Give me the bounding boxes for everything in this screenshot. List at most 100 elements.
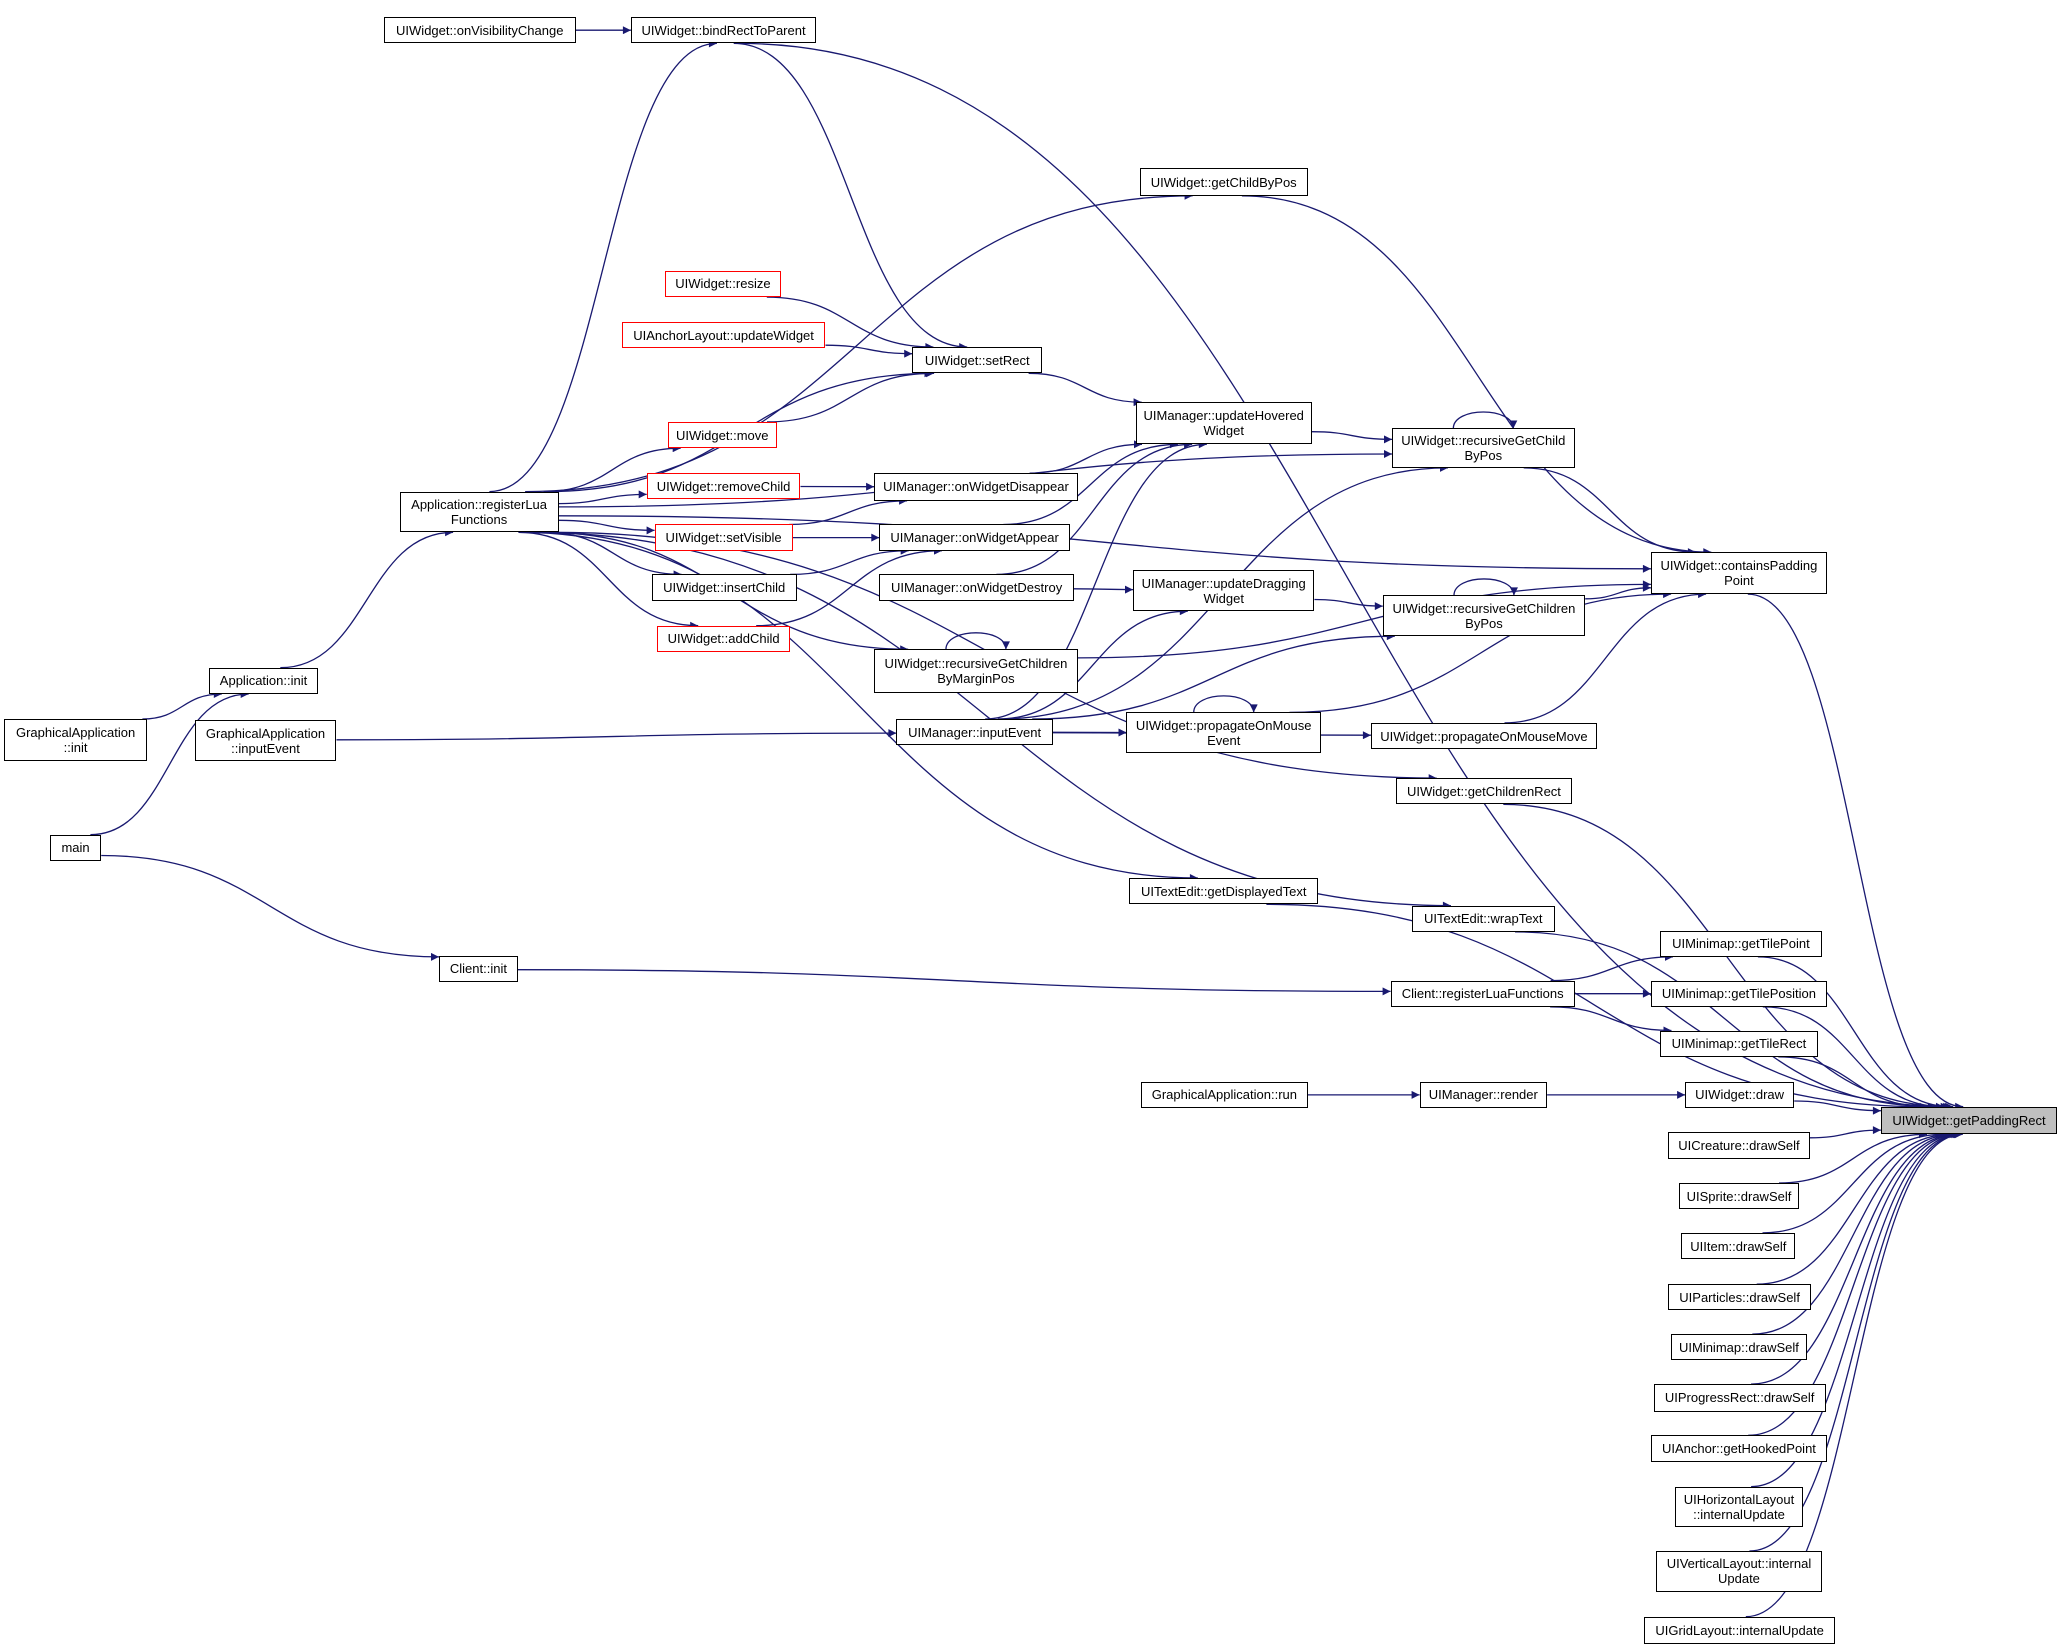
node-managerRender[interactable]: UIManager::render: [1419, 1081, 1548, 1109]
edge-recursiveGetChildrenByPos-to-containsPaddingPoint: [1585, 583, 1651, 600]
node-gaInit[interactable]: GraphicalApplication ::init: [3, 718, 148, 762]
edge-insertChild-to-onWidgetAppear: [790, 546, 909, 576]
edge-addChild-to-onWidgetAppear: [756, 546, 943, 627]
node-clientInit[interactable]: Client::init: [439, 955, 518, 982]
edge-move-to-setRect: [766, 369, 933, 423]
edge-gaInit-to-appInit: [142, 690, 222, 720]
edge-containsPaddingPoint-to-getPaddingRect: [1747, 593, 1964, 1111]
node-spriteDrawSelf[interactable]: UISprite::drawSelf: [1678, 1182, 1800, 1210]
node-getPaddingRect: UIWidget::getPaddingRect: [1880, 1106, 2058, 1135]
node-getChildByPos[interactable]: UIWidget::getChildByPos: [1139, 168, 1308, 196]
node-getTilePoint[interactable]: UIMinimap::getTilePoint: [1660, 930, 1822, 957]
node-bindRectToParent[interactable]: UIWidget::bindRectToParent: [630, 17, 817, 44]
edge-propagateOnMouseEvent-to-propagateOnMouseEvent: [1193, 695, 1258, 713]
edge-onWidgetDisappear-to-updateHoveredWidget: [1029, 440, 1143, 474]
edge-wrapText-to-getPaddingRect: [1514, 931, 1936, 1111]
edge-getDisplayedText-to-getPaddingRect: [1266, 903, 1925, 1111]
node-move[interactable]: UIWidget::move: [667, 421, 777, 449]
edge-widgetDraw-to-getPaddingRect: [1794, 1100, 1881, 1115]
edge-gaInputEvent-to-managerInputEvent: [336, 729, 897, 741]
node-propagateOnMouseMove[interactable]: UIWidget::propagateOnMouseMove: [1370, 722, 1597, 750]
edge-recursiveGetChildrenByMarginPos-to-recursiveGetChildrenByMarginPos: [945, 632, 1010, 650]
edge-registerLuaFunctions-to-removeChild: [558, 490, 647, 505]
edge-propagateOnMouseMove-to-containsPaddingPoint: [1504, 590, 1707, 724]
edge-verticalInternalUpdate-to-getPaddingRect: [1749, 1130, 1962, 1552]
node-appInit[interactable]: Application::init: [208, 667, 319, 694]
edge-updateHoveredWidget-to-recursiveGetChildByPos: [1311, 431, 1393, 444]
node-wrapText[interactable]: UITextEdit::wrapText: [1411, 905, 1555, 932]
node-getTilePosition[interactable]: UIMinimap::getTilePosition: [1650, 980, 1828, 1007]
edge-registerLuaFunctions-to-getDisplayedText: [519, 531, 1198, 882]
edge-updateDraggingWidget-to-recursiveGetChildrenByPos: [1314, 598, 1383, 611]
node-gaInputEvent[interactable]: GraphicalApplication ::inputEvent: [194, 720, 337, 762]
node-gridInternalUpdate[interactable]: UIGridLayout::internalUpdate: [1644, 1616, 1835, 1645]
edge-getTilePoint-to-getPaddingRect: [1757, 956, 1952, 1111]
node-addChild[interactable]: UIWidget::addChild: [657, 625, 790, 652]
edge-managerInputEvent-to-updateHoveredWidget: [985, 440, 1207, 720]
edge-registerLuaFunctions-to-containsPaddingPoint: [558, 515, 1651, 573]
node-creatureDrawSelf[interactable]: UICreature::drawSelf: [1667, 1131, 1810, 1160]
node-insertChild[interactable]: UIWidget::insertChild: [651, 574, 797, 601]
edge-progressRectDrawSelf-to-getPaddingRect: [1750, 1130, 1958, 1385]
node-setRect[interactable]: UIWidget::setRect: [912, 347, 1043, 374]
edge-managerInputEvent-to-updateDraggingWidget: [997, 607, 1188, 720]
edge-registerLuaFunctions-to-setVisible: [558, 519, 655, 535]
node-horizontalInternalUpdate[interactable]: UIHorizontalLayout ::internalUpdate: [1674, 1486, 1804, 1528]
edge-propagateOnMouseEvent-to-containsPaddingPoint: [1289, 590, 1672, 714]
node-anchorUpdateWidget[interactable]: UIAnchorLayout::updateWidget: [621, 322, 826, 349]
node-verticalInternalUpdate[interactable]: UIVerticalLayout::internal Update: [1656, 1551, 1822, 1592]
edge-minimapDrawSelf-to-getPaddingRect: [1752, 1130, 1956, 1335]
edge-clientInit-to-clientRegisterLua: [517, 969, 1391, 996]
node-managerInputEvent[interactable]: UIManager::inputEvent: [896, 718, 1053, 746]
edge-recursiveGetChildrenByMarginPos-to-containsPaddingPoint: [1077, 580, 1651, 659]
node-onVisibilityChange[interactable]: UIWidget::onVisibilityChange: [383, 17, 576, 44]
node-updateDraggingWidget[interactable]: UIManager::updateDragging Widget: [1133, 570, 1315, 612]
edge-onWidgetDestroy-to-updateHoveredWidget: [996, 440, 1193, 576]
node-getChildrenRect[interactable]: UIWidget::getChildrenRect: [1395, 778, 1573, 805]
node-clientRegisterLua[interactable]: Client::registerLuaFunctions: [1390, 980, 1575, 1007]
edge-onWidgetDestroy-to-updateDraggingWidget: [1073, 585, 1134, 594]
node-resize[interactable]: UIWidget::resize: [665, 270, 781, 298]
edge-registerLuaFunctions-to-move: [543, 444, 681, 493]
edge-recursiveGetChildByPos-to-containsPaddingPoint: [1523, 467, 1696, 557]
edge-registerLuaFunctions-to-addChild: [518, 531, 699, 630]
node-recursiveGetChildrenByMarginPos[interactable]: UIWidget::recursiveGetChildren ByMarginP…: [874, 649, 1078, 693]
edge-creatureDrawSelf-to-getPaddingRect: [1809, 1126, 1881, 1139]
edge-managerInputEvent-to-recursiveGetChildrenByPos: [1032, 632, 1395, 720]
node-onWidgetAppear[interactable]: UIManager::onWidgetAppear: [879, 524, 1070, 551]
node-recursiveGetChildByPos[interactable]: UIWidget::recursiveGetChild ByPos: [1391, 428, 1575, 468]
edge-getChildByPos-to-containsPaddingPoint: [1241, 195, 1712, 557]
node-itemDrawSelf[interactable]: UIItem::drawSelf: [1681, 1232, 1796, 1260]
edge-onWidgetAppear-to-updateHoveredWidget: [1003, 440, 1178, 526]
node-widgetDraw[interactable]: UIWidget::draw: [1685, 1081, 1795, 1109]
node-gaRun[interactable]: GraphicalApplication::run: [1140, 1081, 1308, 1109]
node-progressRectDrawSelf[interactable]: UIProgressRect::drawSelf: [1653, 1384, 1826, 1412]
node-registerLuaFunctions[interactable]: Application::registerLua Functions: [399, 491, 559, 533]
node-updateHoveredWidget[interactable]: UIManager::updateHovered Widget: [1135, 402, 1312, 445]
node-setVisible[interactable]: UIWidget::setVisible: [654, 524, 793, 551]
edge-spriteDrawSelf-to-getPaddingRect: [1778, 1130, 1928, 1184]
node-particlesDrawSelf[interactable]: UIParticles::drawSelf: [1667, 1284, 1812, 1311]
node-propagateOnMouseEvent[interactable]: UIWidget::propagateOnMouse Event: [1126, 712, 1321, 754]
edge-setRect-to-updateHoveredWidget: [1028, 372, 1142, 407]
edge-setVisible-to-onWidgetDisappear: [789, 496, 908, 526]
node-minimapDrawSelf[interactable]: UIMinimap::drawSelf: [1670, 1334, 1808, 1361]
node-containsPaddingPoint[interactable]: UIWidget::containsPadding Point: [1650, 552, 1828, 595]
node-getDisplayedText[interactable]: UITextEdit::getDisplayedText: [1129, 878, 1319, 905]
edge-anchorUpdateWidget-to-setRect: [825, 344, 913, 358]
edge-particlesDrawSelf-to-getPaddingRect: [1756, 1130, 1952, 1285]
edge-getTilePosition-to-getPaddingRect: [1762, 1006, 1945, 1111]
edge-clientRegisterLua-to-getTileRect: [1550, 1006, 1672, 1035]
node-getHookedPoint[interactable]: UIAnchor::getHookedPoint: [1650, 1435, 1828, 1462]
edge-registerLuaFunctions-to-bindRectToParent: [489, 39, 717, 493]
edge-main-to-appInit: [90, 690, 249, 836]
edge-appInit-to-registerLuaFunctions: [280, 528, 454, 669]
node-getTileRect[interactable]: UIMinimap::getTileRect: [1660, 1030, 1818, 1057]
edge-itemDrawSelf-to-getPaddingRect: [1762, 1130, 1944, 1234]
node-removeChild[interactable]: UIWidget::removeChild: [646, 473, 801, 500]
node-main[interactable]: main: [49, 834, 102, 861]
node-recursiveGetChildrenByPos[interactable]: UIWidget::recursiveGetChildren ByPos: [1382, 595, 1586, 637]
edge-getTileRect-to-getPaddingRect: [1778, 1056, 1928, 1111]
node-onWidgetDestroy[interactable]: UIManager::onWidgetDestroy: [879, 574, 1074, 601]
node-onWidgetDisappear[interactable]: UIManager::onWidgetDisappear: [874, 473, 1078, 501]
